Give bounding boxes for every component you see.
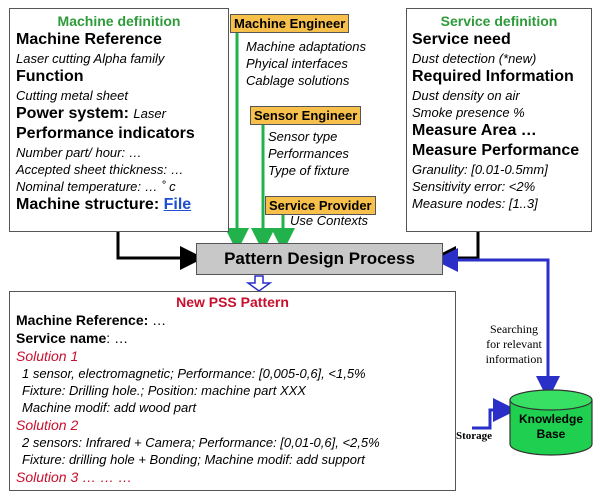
service-provider-label: Service Provider xyxy=(265,196,376,215)
pss-pattern-box: New PSS Pattern Machine Reference: … Ser… xyxy=(9,291,456,491)
knowledge-base-label-line: Knowledge xyxy=(518,412,583,426)
knowledge-base-cylinder xyxy=(509,389,593,456)
measure-performance-item: Sensitivity error: <2% xyxy=(412,179,536,194)
solution-1-line: 1 sensor, electromagnetic; Performance: … xyxy=(22,366,366,381)
performance-indicator-item: Number part/ hour: … xyxy=(16,145,142,160)
machine-engineer-item: Machine adaptations xyxy=(246,39,366,54)
machine-structure-file-link[interactable]: File xyxy=(163,196,192,213)
arrow-storage xyxy=(472,398,517,430)
required-information-item: Smoke presence % xyxy=(412,105,525,120)
pss-machine-reference: Machine Reference: … xyxy=(16,311,449,329)
searching-line: information xyxy=(485,352,543,366)
sensor-engineer-item: Sensor type xyxy=(268,129,338,144)
solution-1-line: Fixture: Drilling hole.; Position: machi… xyxy=(22,383,306,398)
service-provider-item: Use Contexts xyxy=(290,213,369,228)
power-system-label: Power system: xyxy=(16,105,129,122)
performance-indicator-item: Nominal temperature: … ˚ c xyxy=(16,179,176,194)
solution-3-title: Solution 3 … … … xyxy=(16,469,132,485)
pss-service-name: Service name: … xyxy=(16,329,449,347)
solution-2-line: Fixture: drilling hole + Bonding; Machin… xyxy=(22,452,365,467)
machine-engineer-item: Phyical interfaces xyxy=(246,56,348,71)
function-label: Function xyxy=(16,68,84,85)
arrow-kb-search xyxy=(434,248,550,390)
knowledge-base-label-line: Base xyxy=(536,427,566,441)
machine-definition-title: Machine definition xyxy=(57,13,181,29)
sensor-engineer-label: Sensor Engineer xyxy=(250,106,362,125)
service-definition-box: Service definition Service need Dust det… xyxy=(406,8,592,232)
machine-reference-value: Laser cutting Alpha family xyxy=(16,51,165,66)
sensor-engineer-items: Sensor type Performances Type of fixture xyxy=(268,128,349,179)
machine-engineer-items: Machine adaptations Phyical interfaces C… xyxy=(246,38,366,89)
machine-engineer-item: Cablage solutions xyxy=(246,73,350,88)
solution-2-line: 2 sensors: Infrared + Camera; Performanc… xyxy=(22,435,380,450)
power-system-value: Laser xyxy=(133,106,166,121)
machine-engineer-label: Machine Engineer xyxy=(230,14,350,33)
function-value: Cutting metal sheet xyxy=(16,88,129,103)
measure-performance-label: Measure Performance xyxy=(412,142,580,159)
machine-definition-box: Machine definition Machine Reference Las… xyxy=(9,8,229,232)
solution-1-title: Solution 1 xyxy=(16,348,79,364)
solution-2-title: Solution 2 xyxy=(16,417,79,433)
knowledge-base-label: Knowledge Base xyxy=(508,412,594,442)
service-need-label: Service need xyxy=(412,31,511,48)
pss-service-name-value: : … xyxy=(106,330,129,346)
power-system: Power system: Laser xyxy=(16,104,222,124)
searching-label: Searching for relevant information xyxy=(480,322,548,367)
service-provider-items: Use Contexts xyxy=(290,212,368,229)
pss-pattern-title: New PSS Pattern xyxy=(176,294,289,310)
pss-machine-reference-label: Machine Reference: xyxy=(16,312,149,328)
service-need-value: Dust detection (*new) xyxy=(412,51,537,66)
measure-performance-item: Granulity: [0.01-0.5mm] xyxy=(412,162,548,177)
measure-performance-item: Measure nodes: [1..3] xyxy=(412,196,538,211)
required-information-label: Required Information xyxy=(412,68,574,85)
machine-structure: Machine structure: File xyxy=(16,195,222,215)
arrow-to-pss xyxy=(245,275,273,292)
pss-machine-reference-value: … xyxy=(152,312,167,328)
searching-line: for relevant xyxy=(486,337,542,351)
sensor-engineer-item: Performances xyxy=(268,146,349,161)
performance-indicator-item: Accepted sheet thickness: … xyxy=(16,162,184,177)
pss-service-name-label: Service name xyxy=(16,330,107,346)
required-information-item: Dust density on air xyxy=(412,88,520,103)
solution-1-line: Machine modif: add wood part xyxy=(22,400,197,415)
performance-indicators-label: Performance indicators xyxy=(16,125,195,142)
arrow-service-def xyxy=(432,232,480,270)
pattern-design-process-box: Pattern Design Process xyxy=(196,243,443,275)
storage-label: Storage xyxy=(456,430,493,442)
measure-area-label: Measure Area … xyxy=(412,122,537,139)
service-definition-title: Service definition xyxy=(440,13,558,29)
machine-reference-label: Machine Reference xyxy=(16,31,162,48)
machine-structure-label: Machine structure: xyxy=(16,196,160,213)
arrow-machine-def xyxy=(116,232,204,270)
searching-line: Searching xyxy=(490,322,538,336)
sensor-engineer-item: Type of fixture xyxy=(268,163,350,178)
